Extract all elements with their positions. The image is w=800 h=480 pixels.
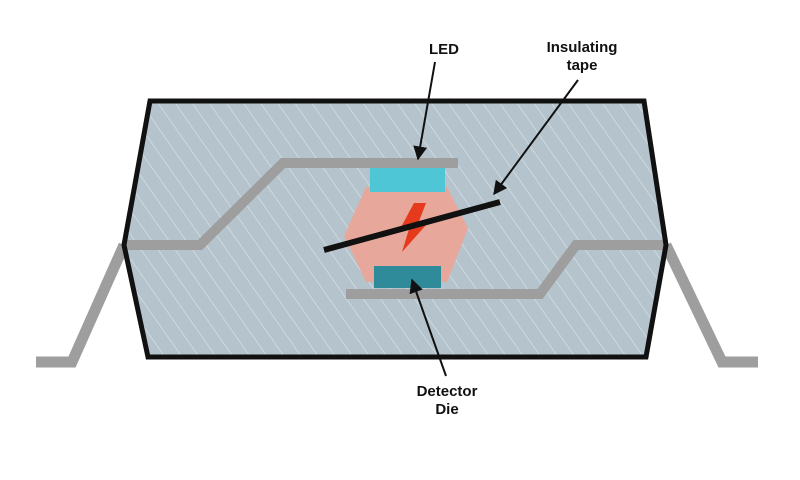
led-chip	[370, 168, 445, 192]
lower-lead-frame	[346, 240, 666, 299]
detector-leader-line	[409, 278, 447, 377]
insulating-tape-label-line1: Insulating	[547, 39, 618, 56]
detector-die-label-line1: Detector	[417, 383, 478, 400]
tape-leader-line	[493, 79, 579, 196]
led-leader-line	[413, 61, 436, 161]
insulating-tape-label-line2: tape	[567, 57, 598, 74]
insulating-tape	[323, 199, 501, 253]
detector-die-label-line2: Die	[435, 401, 458, 418]
led-label: LED	[429, 41, 459, 58]
left-lead	[36, 242, 130, 368]
package-outline	[121, 98, 669, 360]
encapsulant	[344, 187, 468, 282]
upper-lead-frame	[124, 158, 458, 250]
right-lead	[661, 242, 758, 368]
detector-die	[374, 266, 441, 288]
